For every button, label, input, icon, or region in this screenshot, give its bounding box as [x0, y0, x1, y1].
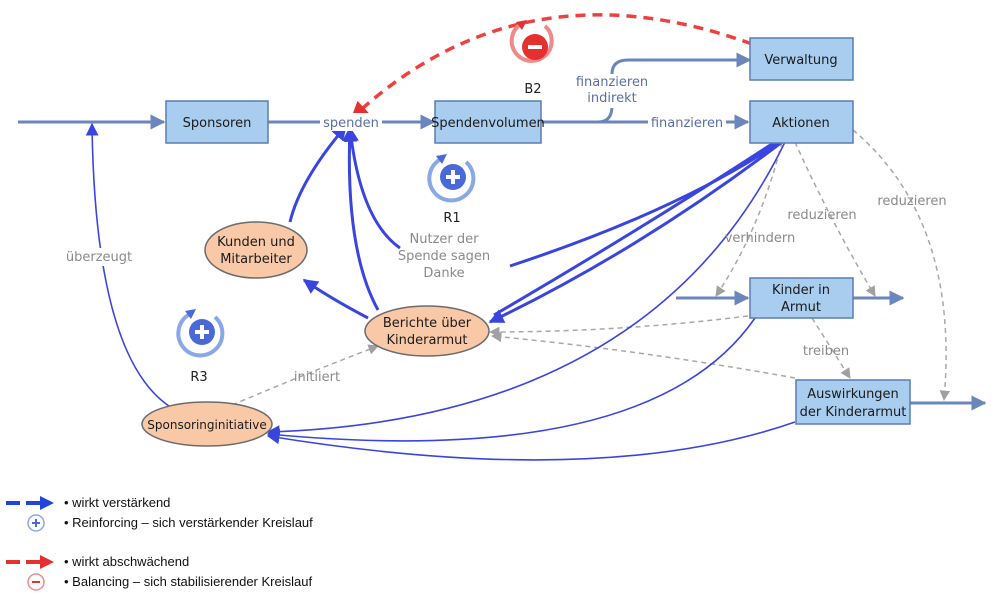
- label-finanzieren-indirekt-1: finanzieren: [576, 75, 648, 90]
- node-spendenvolumen[interactable]: Spendenvolumen: [431, 100, 545, 144]
- label-nutzer-1: Nutzer der: [410, 232, 480, 247]
- node-kinder-label-2: Armut: [781, 300, 821, 315]
- node-kunden-label-1: Kunden und: [217, 235, 295, 250]
- node-berichte-label-2: Kinderarmut: [386, 333, 467, 348]
- label-reduzieren-2: reduzieren: [877, 194, 946, 209]
- node-aktionen[interactable]: Aktionen: [749, 100, 854, 144]
- dash-auswirkungen-to-berichte: [490, 331, 796, 379]
- node-aktionen-label: Aktionen: [772, 116, 830, 131]
- flow-lines: [18, 52, 987, 411]
- node-berichte-label-1: Berichte über: [383, 316, 472, 331]
- dash-aktionen-reduzieren-auswirkungen: [852, 129, 951, 402]
- node-kunden-mitarbeiter[interactable]: Kunden und Mitarbeiter: [204, 221, 308, 279]
- link-nutzer-to-spenden: [344, 126, 401, 250]
- node-kinder-label-1: Kinder in: [772, 283, 830, 298]
- legend-item-1: • wirkt verstärkend: [64, 495, 170, 510]
- loop-b2: B2: [509, 20, 554, 97]
- legend-balancing-arrow-icon: [6, 555, 54, 569]
- node-kunden-label-2: Mitarbeiter: [220, 252, 292, 267]
- node-verwaltung-label: Verwaltung: [764, 53, 837, 68]
- link-aktionen-to-berichte: [488, 140, 783, 324]
- legend-reinforcing-loop-icon: [27, 514, 45, 532]
- loop-r1: R1: [427, 154, 476, 226]
- loop-r3-label: R3: [190, 370, 207, 385]
- dash-kinder-treiben-auswirkungen: [811, 317, 851, 379]
- node-berichte[interactable]: Berichte über Kinderarmut: [364, 305, 490, 357]
- link-aktionen-to-sponsoring: [266, 141, 786, 439]
- loop-r1-label: R1: [443, 211, 460, 226]
- node-verwaltung[interactable]: Verwaltung: [749, 37, 854, 81]
- label-reduzieren-1: reduzieren: [787, 208, 856, 223]
- reinforcing-loop-icon: [427, 154, 476, 203]
- label-ueberzeugt: überzeugt: [66, 250, 132, 265]
- label-nutzer-2: Spende sagen: [398, 249, 490, 264]
- node-sponsoren-label: Sponsoren: [183, 116, 252, 131]
- node-kinder-in-armut[interactable]: Kinder in Armut: [749, 277, 854, 319]
- legend-item-3: • wirkt abschwächend: [64, 554, 189, 569]
- label-initiiert: initiiert: [294, 370, 340, 385]
- link-berichte-to-spenden: [341, 126, 380, 311]
- label-finanzieren-indirekt-2: indirekt: [587, 91, 636, 106]
- balancing-loop-icon: [509, 20, 554, 63]
- dashed-links: [231, 129, 951, 406]
- label-spenden: spenden: [323, 116, 379, 131]
- dash-sponsoring-initiiert-berichte: [231, 344, 379, 406]
- label-finanzieren: finanzieren: [651, 116, 723, 131]
- loop-b2-label: B2: [524, 82, 541, 97]
- loop-r3: R3: [176, 309, 225, 385]
- thin-links: [85, 122, 796, 461]
- dash-aktionen-reduzieren-kinder: [794, 141, 876, 297]
- node-sponsoring-label: Sponsoringinitiative: [147, 418, 266, 432]
- reinforcing-links: [288, 124, 783, 324]
- link-kinder-to-sponsoring: [266, 317, 756, 442]
- node-auswirkungen-label-1: Auswirkungen: [807, 387, 899, 402]
- node-sponsoringinitiative[interactable]: Sponsoringinitiative: [141, 401, 273, 447]
- link-verwaltung-balancing-spenden: [350, 13, 753, 120]
- dash-kinder-to-berichte: [488, 315, 749, 338]
- link-aktionen-to-berichte-2: [493, 140, 776, 317]
- label-nutzer-3: Danke: [423, 266, 464, 281]
- legend-balancing-loop-icon: [27, 573, 45, 591]
- node-sponsoren[interactable]: Sponsoren: [165, 100, 269, 144]
- legend: • wirkt verstärkend • Reinforcing – sich…: [6, 495, 313, 591]
- link-sponsoring-ueberzeugt-sponsoren: [85, 122, 173, 409]
- label-verhindern: verhindern: [725, 231, 796, 246]
- reinforcing-loop-icon: [176, 309, 225, 358]
- legend-item-4: • Balancing – sich stabilisierender Krei…: [64, 574, 312, 589]
- link-kunden-to-spenden: [288, 124, 348, 223]
- link-aktionen-to-nutzer: [509, 140, 781, 268]
- link-berichte-to-kunden: [302, 278, 369, 320]
- link-labels: spenden finanzieren indirekt finanzieren…: [60, 74, 947, 385]
- link-auswirkungen-to-sponsoring: [266, 421, 796, 461]
- node-auswirkungen[interactable]: Auswirkungen der Kinderarmut: [795, 379, 911, 425]
- node-spendenvolumen-label: Spendenvolumen: [431, 116, 545, 131]
- dash-aktionen-verhindern-kinder: [715, 141, 783, 297]
- legend-item-2: • Reinforcing – sich verstärkender Kreis…: [64, 515, 313, 530]
- legend-reinforcing-arrow-icon: [6, 496, 54, 510]
- node-auswirkungen-label-2: der Kinderarmut: [800, 405, 907, 420]
- label-treiben: treiben: [803, 344, 849, 359]
